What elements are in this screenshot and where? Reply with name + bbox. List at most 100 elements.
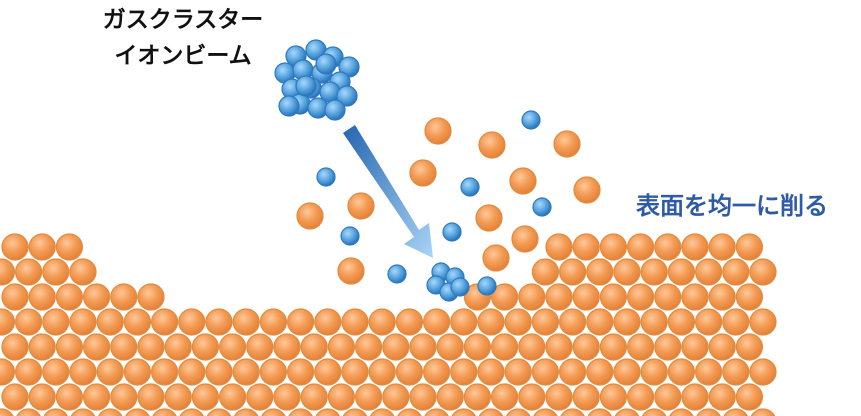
surface-atom (97, 408, 123, 416)
surface-atom (491, 333, 519, 361)
surface-atom (708, 233, 736, 261)
sputtered-surface-atom (509, 167, 537, 195)
surface-atom (626, 333, 655, 361)
surface-atom (1, 283, 29, 311)
surface-atom (314, 358, 342, 386)
gas-cluster-ion-icon (274, 39, 360, 121)
surface-atom (42, 358, 70, 386)
surface-atom (395, 358, 423, 386)
surface-atom (1, 233, 29, 261)
sputtered-surface-atom (511, 225, 539, 253)
surface-atom (669, 408, 694, 416)
surface-atom (667, 308, 696, 336)
surface-atom (110, 333, 138, 361)
surface-atom (397, 408, 422, 416)
cluster-atom (278, 95, 300, 117)
surface-atom (70, 408, 96, 416)
surface-atom (694, 358, 723, 386)
surface-atom (55, 283, 84, 311)
surface-atom (545, 233, 573, 261)
surface-atom (614, 408, 640, 416)
surface-atom (749, 258, 777, 286)
surface-atom (259, 358, 287, 386)
surface-atom (735, 283, 764, 311)
surface-atom (341, 308, 369, 336)
surface-atom (735, 383, 764, 411)
surface-atom (82, 283, 111, 311)
surface-atom (708, 333, 736, 361)
surface-atom (368, 308, 396, 336)
surface-atom (545, 333, 573, 361)
surface-atom (151, 308, 179, 336)
surface-atom (315, 408, 341, 416)
sputtered-surface-atom (482, 244, 510, 272)
surface-atom (300, 333, 328, 361)
surface-atom (259, 308, 287, 336)
surface-atom (436, 383, 464, 411)
surface-atom (681, 383, 709, 411)
sputtered-surface-atom (553, 130, 581, 158)
surface-atom (504, 358, 532, 386)
surface-atom (327, 333, 355, 361)
surface-atom (750, 408, 776, 416)
surface-atom (288, 408, 313, 416)
surface-atom (533, 408, 558, 416)
surface-atom (69, 358, 97, 386)
surface-atom (205, 358, 233, 386)
surface-atom (355, 383, 383, 411)
surface-atom (164, 383, 192, 411)
surface-atom (395, 308, 423, 336)
sputtered-surface-atom (409, 159, 437, 187)
surface-atom (599, 333, 628, 361)
surface-atom (178, 308, 206, 336)
surface-atoms (0, 233, 777, 416)
scattered-gas-atom (477, 276, 497, 296)
surface-atom (123, 358, 151, 386)
surface-atom (125, 408, 150, 416)
cluster-atom (324, 99, 346, 121)
surface-atom (232, 358, 260, 386)
surface-atom (504, 308, 532, 336)
surface-atom (205, 308, 233, 336)
surface-atom (477, 358, 505, 386)
surface-atom (572, 383, 600, 411)
surface-atom (681, 333, 709, 361)
surface-atom (654, 233, 682, 261)
cluster-atom (336, 85, 358, 107)
surface-atom (613, 358, 641, 386)
surface-atom (654, 283, 682, 311)
surface-atom (300, 383, 328, 411)
surface-atom (43, 408, 69, 416)
surface-atom (613, 258, 641, 286)
surface-atom (409, 383, 437, 411)
scattered-gas-atom (387, 264, 407, 284)
surface-atom (696, 408, 721, 416)
surface-atom (560, 408, 585, 416)
surface-atom (587, 408, 613, 416)
surface-atom (96, 308, 124, 336)
surface-atom (708, 283, 736, 311)
surface-atom (654, 333, 682, 361)
surface-atom (599, 283, 628, 311)
surface-atom (219, 383, 247, 411)
beam-arrow (343, 125, 433, 258)
sputtered-surface-atom (347, 192, 375, 220)
surface-atom (314, 308, 342, 336)
surface-atom (369, 408, 395, 416)
surface-atom (572, 283, 600, 311)
surface-atom (423, 358, 451, 386)
surface-atom (640, 308, 668, 336)
surface-atom (232, 308, 260, 336)
surface-atom (626, 383, 655, 411)
surface-atom (0, 308, 15, 336)
surface-atom (505, 408, 531, 416)
sputtered-surface-atom (478, 131, 506, 159)
surface-atom (178, 358, 206, 386)
surface-atom (722, 258, 750, 286)
surface-atom (613, 308, 641, 336)
surface-atom (558, 358, 587, 386)
sputtered-surface-atom (296, 202, 324, 230)
surface-atom (722, 358, 750, 386)
surface-atom (477, 308, 505, 336)
